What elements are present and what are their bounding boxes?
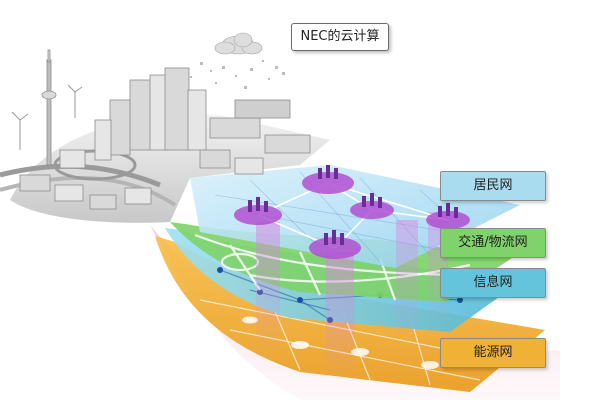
hub — [234, 197, 282, 225]
cloud-particles — [190, 60, 285, 89]
data-beams — [256, 212, 448, 382]
resident-hubs — [234, 165, 470, 259]
energy-nodes — [242, 316, 439, 369]
wind-turbines — [11, 84, 83, 150]
energy-network-label: 能源网 — [440, 338, 546, 368]
information-network-label: 信息网 — [440, 268, 546, 298]
title-label: NEC的云计算 — [291, 23, 389, 51]
hub — [302, 165, 354, 194]
residents-network-label: 居民网 — [440, 171, 546, 201]
transport-logistics-network-label: 交通/物流网 — [440, 228, 546, 258]
hub — [309, 230, 361, 259]
cloud-icon — [214, 32, 263, 55]
hub — [350, 193, 394, 219]
hub — [426, 203, 470, 229]
city-buildings — [19, 49, 311, 210]
